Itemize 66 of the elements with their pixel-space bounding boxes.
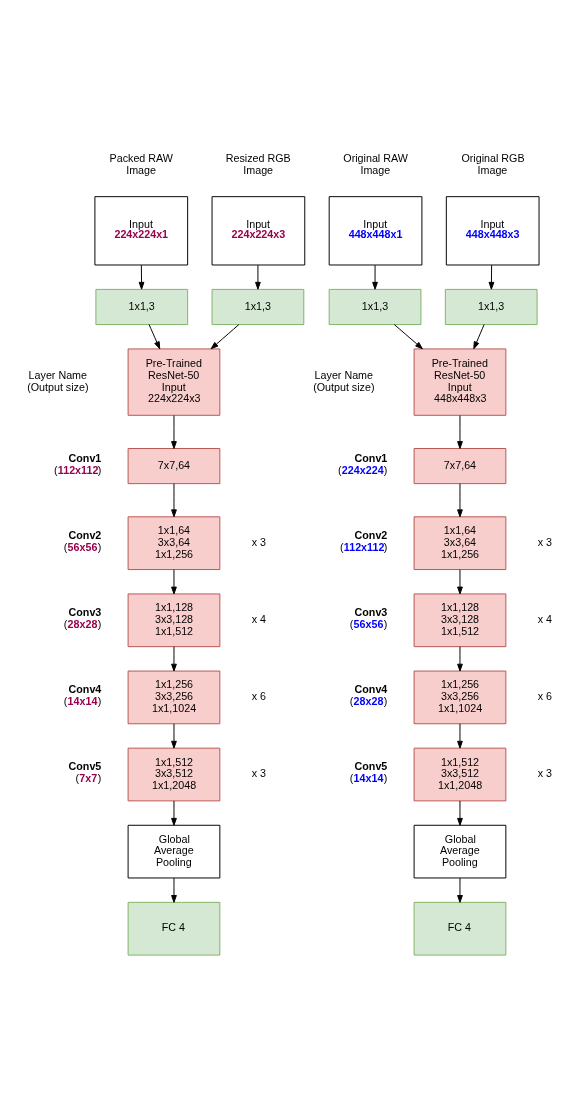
node-label: Resized RGB Image [225,152,291,177]
node-label: Original RGB Image [461,152,525,177]
node-label: Conv4 (14x14) [63,683,102,708]
label: Layer Name (Output size) [27,369,89,393]
node-box: 1x1,128 3x3,128 1x1,512 [127,593,221,648]
node-label: Packed RAW Image [109,152,173,177]
node-box: 1x1,64 3x3,64 1x1,256 [413,516,507,570]
node-label: x 3 [251,767,267,780]
node-label: Conv5 (14x14) [349,760,388,785]
node-box: 1x1,3 [95,288,189,325]
node-box: 1x1,256 3x3,256 1x1,1024 [413,670,507,725]
node-box: 1x1,128 3x3,128 1x1,512 [413,593,507,648]
node-label: Original RAW Image [343,152,408,177]
node-label: Conv1 (112x112) [53,451,102,476]
arrow [457,723,463,749]
node-box: 1x1,3 [211,288,305,325]
node-label: x 4 [537,613,553,626]
arrow [457,800,463,826]
node-box: Global Average Pooling [413,824,507,879]
arrow [171,569,177,595]
node-label: Conv1 (224x224) [337,451,388,476]
node-box: 1x1,256 3x3,256 1x1,1024 [127,670,221,725]
node-label: Conv2 (56x56) [63,529,102,553]
node-box: FC 4 [413,901,507,956]
arrow [148,324,161,350]
arrow [171,646,177,672]
arrow [138,264,145,290]
arrow [393,324,423,350]
node-box: 1x1,3 [444,288,538,325]
arrow [372,264,378,290]
node-label: x 3 [537,767,553,780]
label: Layer Name (Output size) [313,369,375,393]
node-box: 1x1,512 3x3,512 1x1,2048 [127,747,221,802]
node-box: Pre-Trained ResNet-50 Input 224x224x3 [127,348,221,416]
arrow [210,324,240,350]
node-label: x 6 [537,690,553,703]
arrow [171,483,177,518]
node-box: Pre-Trained ResNet-50 Input 448x448x3 [413,348,507,416]
node-label: Conv3 (28x28) [63,606,102,630]
arrow [171,415,177,449]
arrow [473,324,485,350]
arrow [457,415,463,449]
node-label: Conv3 (56x56) [349,606,388,630]
arrow [171,723,177,749]
arrow [457,569,463,595]
arrow [488,264,495,290]
arrow [457,877,463,903]
arrow [457,483,463,518]
node-box: 1x1,512 3x3,512 1x1,2048 [413,747,507,802]
node-label: x 3 [537,535,553,548]
node-box: Global Average Pooling [127,824,221,879]
node-label: x 6 [251,690,267,703]
node-box: FC 4 [127,901,221,956]
node-label: x 3 [251,535,267,548]
node-box: 1x1,3 [328,288,422,325]
arrow [457,646,463,672]
node-label: Conv5 (7x7) [68,760,102,785]
node-label: x 4 [251,613,267,626]
arrow [255,264,261,290]
arrow [171,800,177,826]
node-label: Conv2 (112x112) [339,529,388,553]
node-box: 7x7,64 [413,448,507,485]
node-box: 1x1,64 3x3,64 1x1,256 [127,516,221,570]
node-label: Conv4 (28x28) [349,683,388,708]
node-box: 7x7,64 [127,448,221,485]
arrow [171,877,177,903]
